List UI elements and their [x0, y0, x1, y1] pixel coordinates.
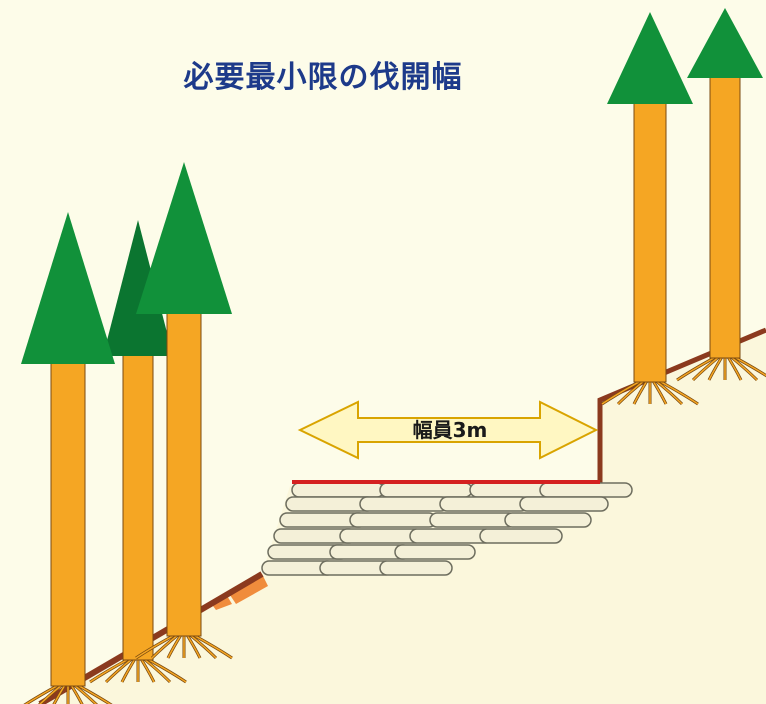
- tree-foliage: [21, 212, 115, 364]
- stone: [504, 512, 592, 528]
- tree-trunk: [122, 351, 154, 661]
- tree-trunk: [633, 99, 667, 383]
- upper-slope-ground: [600, 330, 766, 704]
- conifer-tree-icon: [89, 220, 187, 684]
- conifer-tree-icon: [135, 162, 233, 660]
- road-width-arrow: [297, 400, 599, 460]
- stone: [539, 482, 633, 498]
- tree-foliage: [607, 12, 693, 104]
- tree-foliage: [136, 162, 232, 314]
- stone: [479, 528, 563, 544]
- conifer-tree-icon: [601, 12, 699, 406]
- tree-group: [21, 8, 766, 704]
- stone: [291, 482, 385, 498]
- tree-trunk: [50, 359, 86, 687]
- stone-embankment: [261, 482, 633, 576]
- stone: [519, 496, 609, 512]
- stone: [379, 482, 473, 498]
- tree-foliage: [687, 8, 763, 78]
- tree-trunk: [166, 309, 202, 637]
- stone: [359, 496, 449, 512]
- tree-foliage: [103, 220, 173, 356]
- conifer-tree-icon: [676, 8, 766, 382]
- stone: [394, 544, 476, 560]
- tree-trunk: [709, 73, 741, 359]
- stone: [439, 496, 529, 512]
- stone: [349, 512, 437, 528]
- diagram-title: 必要最小限の伐開幅: [183, 60, 463, 95]
- stone: [379, 560, 453, 576]
- road-width-label: 幅員3m: [412, 418, 488, 442]
- soil-patch: [228, 574, 268, 604]
- stone: [429, 512, 517, 528]
- conifer-tree-icon: [21, 212, 115, 704]
